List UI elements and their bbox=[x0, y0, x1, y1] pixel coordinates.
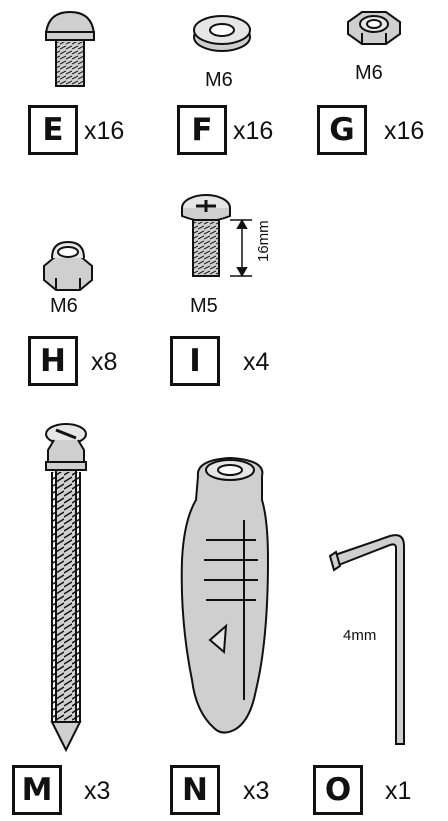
part-E-qty: x16 bbox=[84, 117, 125, 145]
wall-anchor-icon bbox=[180, 456, 270, 734]
part-E-label-box: E bbox=[28, 105, 78, 155]
part-H-letter: H bbox=[40, 342, 66, 379]
part-G-label-box: G bbox=[317, 105, 367, 155]
part-G-size: M6 bbox=[355, 62, 383, 84]
phillips-screw-icon bbox=[181, 194, 252, 278]
part-H-size: M6 bbox=[50, 295, 78, 317]
part-M-label-box: M bbox=[12, 765, 62, 815]
part-I-length: 16mm bbox=[255, 220, 272, 262]
part-O-length: 4mm bbox=[343, 627, 377, 644]
nut-icon bbox=[347, 11, 401, 45]
part-H-label-box: H bbox=[28, 336, 78, 386]
hex-key-icon bbox=[328, 534, 405, 745]
part-G-qty: x16 bbox=[384, 117, 425, 145]
part-O-letter: O bbox=[324, 771, 352, 808]
part-M-letter: M bbox=[21, 771, 53, 808]
part-M-qty: x3 bbox=[84, 777, 111, 805]
part-I-qty: x4 bbox=[243, 348, 270, 376]
part-O-qty: x1 bbox=[385, 777, 412, 805]
part-F-qty: x16 bbox=[233, 117, 274, 145]
part-F-letter: F bbox=[191, 111, 213, 148]
lock-nut-icon bbox=[43, 240, 93, 291]
bolt-icon bbox=[44, 10, 96, 87]
part-N-qty: x3 bbox=[243, 777, 270, 805]
part-N-label-box: N bbox=[170, 765, 220, 815]
part-N-letter: N bbox=[182, 771, 208, 808]
washer-icon bbox=[193, 15, 251, 52]
part-F-size: M6 bbox=[205, 69, 233, 91]
part-I-size: M5 bbox=[190, 295, 218, 317]
part-I-label-box: I bbox=[170, 336, 220, 386]
part-E-letter: E bbox=[42, 111, 64, 148]
part-I-letter: I bbox=[189, 342, 201, 379]
part-G-letter: G bbox=[329, 111, 355, 148]
part-O-label-box: O bbox=[313, 765, 363, 815]
part-H-qty: x8 bbox=[91, 348, 118, 376]
lag-screw-icon bbox=[45, 423, 87, 753]
part-F-label-box: F bbox=[177, 105, 227, 155]
